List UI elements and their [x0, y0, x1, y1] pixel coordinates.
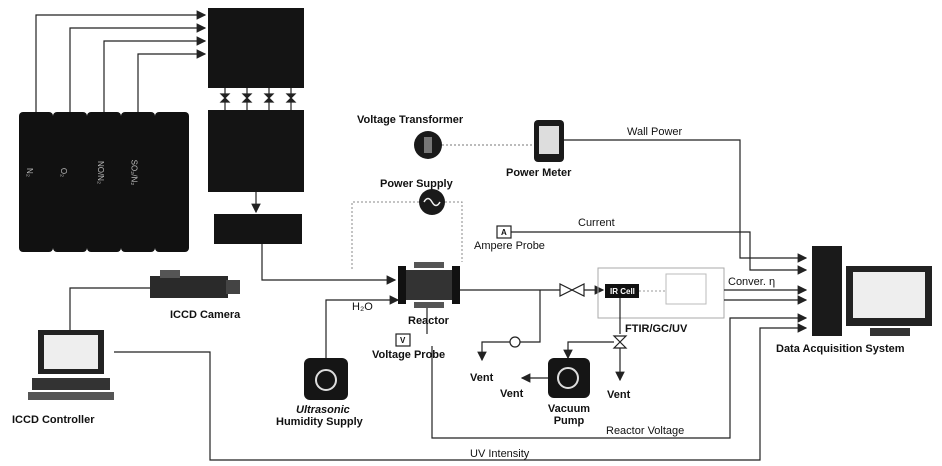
reactor-label: Reactor — [408, 315, 449, 327]
uv-intensity-label: UV Intensity — [470, 448, 529, 460]
humidity-supply-label: Humidity Supply — [276, 416, 363, 428]
data-acquisition-label: Data Acquisition System — [776, 343, 905, 355]
vent-label-1: Vent — [470, 372, 493, 384]
gas-cylinder-5 — [155, 112, 189, 252]
mass-flow-controller-block — [208, 8, 304, 88]
bypass-valve — [560, 284, 584, 296]
ultrasonic-label: Ultrasonic — [296, 404, 350, 416]
conversion-label: Conver. η — [728, 276, 775, 288]
wall-power-label: Wall Power — [627, 126, 682, 138]
ftir-outlet-valve — [614, 336, 626, 348]
reactor-voltage-label: Reactor Voltage — [606, 425, 684, 437]
vacuum-pump-icon — [548, 358, 590, 398]
gas-supply-lines — [36, 15, 205, 112]
gas-cylinder-3: NO/N₂ — [87, 112, 121, 252]
gas-mixing-chamber — [208, 110, 304, 192]
voltage-transformer-label: Voltage Transformer — [357, 114, 463, 126]
voltage-symbol: V — [400, 335, 405, 347]
vent-label-3: Vent — [607, 389, 630, 401]
gas-cylinder-label: O₂ — [59, 168, 68, 177]
iccd-controller-label: ICCD Controller — [12, 414, 95, 426]
ampere-probe-label: Ampere Probe — [474, 240, 545, 252]
voltage-probe-label: Voltage Probe — [372, 349, 445, 361]
gas-cylinder-label: SO₂/N₂ — [129, 160, 138, 186]
vent-valve-icon — [510, 337, 520, 347]
ftir-gc-uv-label: FTIR/GC/UV — [625, 323, 687, 335]
gas-cylinder-2: O₂ — [53, 112, 87, 252]
reactor-icon — [398, 262, 460, 308]
ftir-detector-box — [666, 274, 706, 304]
ultrasonic-humidity-icon — [304, 358, 348, 400]
iccd-controller-icon — [28, 330, 114, 400]
wall-power-line — [564, 140, 806, 258]
gas-mixer-unit — [214, 214, 302, 244]
iccd-camera-icon — [150, 270, 240, 298]
iccd-camera-label: ICCD Camera — [170, 309, 240, 321]
ir-cell-label: IR Cell — [610, 286, 635, 298]
gas-cylinder-label: NO/N₂ — [96, 161, 105, 184]
gas-cylinder-4: SO₂/N₂ — [121, 112, 155, 252]
gas-cylinder-label: N₂ — [25, 168, 34, 177]
uv-intensity-line — [114, 328, 806, 460]
vacuum-pump-label: Vacuum Pump — [546, 403, 592, 427]
ampere-symbol: A — [501, 227, 507, 239]
vent-label-2: Vent — [500, 388, 523, 400]
current-line — [511, 232, 806, 270]
daq-computer-icon — [812, 246, 932, 336]
current-label: Current — [578, 217, 615, 229]
gas-feed-line — [262, 244, 395, 280]
power-supply-label: Power Supply — [380, 178, 453, 190]
h2o-label: H₂O — [352, 301, 373, 313]
mfc-valves — [221, 88, 295, 110]
gas-cylinder-1: N₂ — [19, 112, 53, 252]
power-meter-label: Power Meter — [506, 167, 571, 179]
